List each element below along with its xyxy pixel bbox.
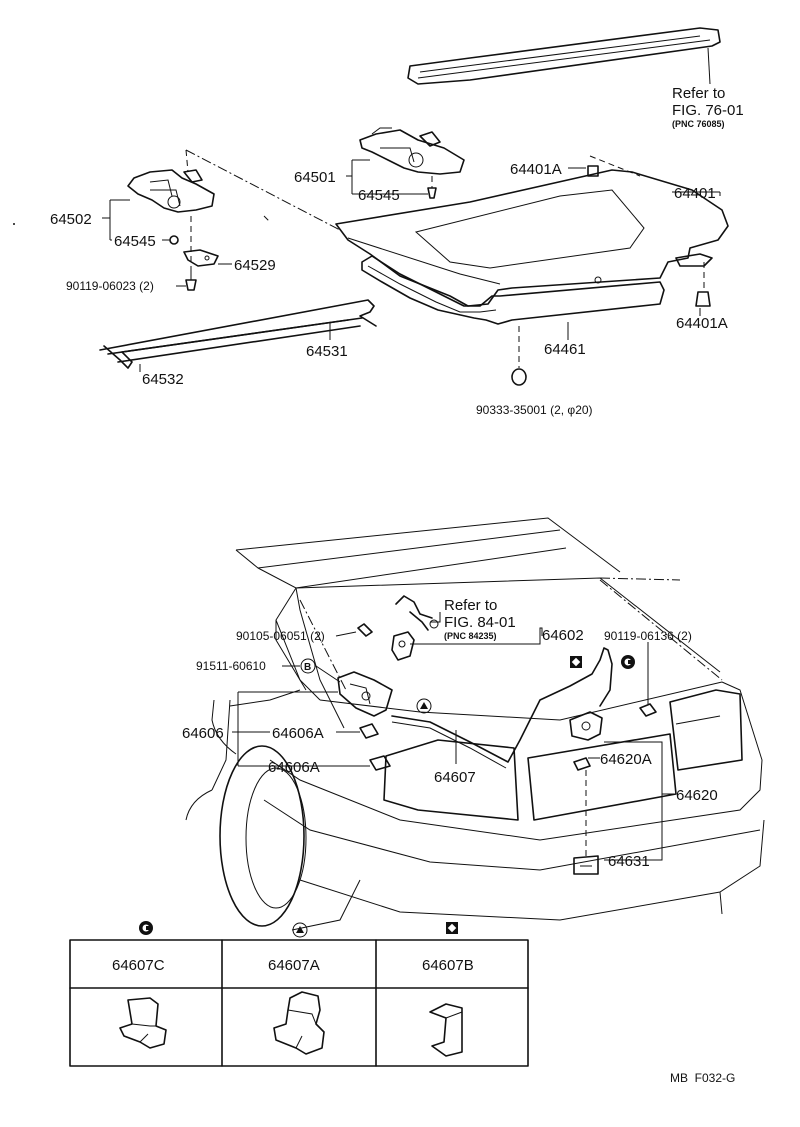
label-64502: 64502	[50, 211, 92, 228]
label-64631: 64631	[608, 853, 650, 870]
clip-64607c-illustration	[119, 997, 167, 1049]
label-64545-right: 64545	[358, 187, 400, 204]
marker-square	[570, 656, 582, 668]
leader-64501	[346, 159, 428, 195]
bumper-left	[169, 235, 179, 245]
label-64620: 64620	[676, 787, 718, 804]
hole-plug	[511, 368, 527, 386]
construction-line-lower-2	[599, 579, 723, 681]
construction-line-left	[185, 149, 341, 231]
leader-91511	[282, 665, 341, 683]
clip-64607a-illustration	[273, 991, 325, 1055]
label-64532: 64532	[142, 371, 184, 388]
svg-text:Refer to: Refer to	[444, 597, 497, 614]
clip-table: 64607C 64607A 64607B	[69, 939, 529, 1067]
label-64501: 64501	[294, 169, 336, 186]
bolt-90119-06136	[639, 703, 657, 717]
leader-refer-84	[430, 612, 441, 623]
clip-header-64607a: 64607A	[268, 957, 320, 974]
stray-dot	[13, 223, 15, 225]
leader-64401	[672, 191, 721, 196]
svg-text:FIG. 76-01: FIG. 76-01	[672, 102, 744, 119]
label-64529: 64529	[234, 257, 276, 274]
label-64401A-top: 64401A	[510, 161, 562, 178]
figure-code: MB F032-G	[670, 1071, 735, 1085]
marker-triangle	[416, 698, 432, 714]
svg-text:(PNC 76085): (PNC 76085)	[672, 119, 725, 129]
leader-64502	[102, 199, 130, 241]
clip-64606A-2	[369, 755, 391, 771]
clip-header-64607b: 64607B	[422, 957, 474, 974]
refer-fig-76-01: Refer to FIG. 76-01 (PNC 76085)	[672, 85, 744, 129]
label-90119-06136: 90119-06136 (2)	[604, 629, 692, 643]
torsion-bar-64532	[103, 319, 361, 369]
bolt-64620A	[573, 757, 591, 771]
label-64606A-2: 64606A	[268, 759, 320, 776]
weatherstrip	[361, 255, 665, 325]
label-64401: 64401	[674, 185, 716, 202]
label-64531: 64531	[306, 343, 348, 360]
lid-cushion-bottom	[695, 291, 711, 307]
hinge-left	[127, 169, 215, 213]
striker-64631	[573, 855, 599, 875]
label-90119-06023: 90119-06023 (2)	[66, 279, 154, 293]
side-seal	[675, 253, 713, 267]
label-91511-60610: 91511-60610	[196, 659, 266, 673]
latch-64606	[337, 671, 393, 717]
bolt-90119-06023	[185, 270, 197, 291]
label-64606: 64606	[182, 725, 224, 742]
release-cable-64607	[391, 647, 613, 769]
car-body	[185, 517, 765, 931]
clip-64606A-1	[359, 723, 379, 739]
bumper-right	[427, 187, 437, 199]
label-64607: 64607	[434, 769, 476, 786]
hinge-right	[359, 127, 465, 175]
table-marker-c	[139, 921, 153, 935]
label-64602: 64602	[542, 627, 584, 644]
opener-64620	[569, 711, 603, 741]
clip-64607b-illustration	[429, 1003, 463, 1057]
leader-64620-bracket	[604, 741, 663, 861]
refer-fig-84-01: Refer to FIG. 84-01 (PNC 84235)	[444, 597, 516, 641]
svg-text:(PNC 84235): (PNC 84235)	[444, 631, 497, 641]
construction-line-top	[589, 155, 641, 177]
leader-64606-bracket	[237, 691, 338, 767]
label-64620A: 64620A	[600, 751, 652, 768]
svg-text:B: B	[304, 662, 311, 673]
label-64545-left: 64545	[114, 233, 156, 250]
table-marker-square	[446, 922, 458, 934]
label-64461: 64461	[544, 341, 586, 358]
bracket-64529	[183, 249, 219, 267]
label-90105-06051: 90105-06051 (2)	[236, 629, 325, 643]
clip-header-64607c: 64607C	[112, 957, 165, 974]
construction-mark	[263, 215, 271, 223]
dash-hinge-left	[185, 149, 189, 173]
lid-cushion-top	[587, 165, 599, 177]
svg-text:FIG. 84-01: FIG. 84-01	[444, 614, 516, 631]
label-90333-35001: 90333-35001 (2, φ20)	[476, 403, 593, 417]
marker-b: B	[300, 658, 316, 674]
leader-64602	[410, 627, 543, 645]
label-64606A-1: 64606A	[272, 725, 324, 742]
rear-spoiler	[407, 27, 721, 85]
construction-line-lower-1	[299, 599, 347, 691]
construction-line-lower-3	[599, 577, 681, 581]
wiring-64602	[391, 595, 439, 661]
table-marker-triangle	[292, 922, 308, 938]
screw-90105	[357, 623, 373, 637]
leader-90105	[335, 631, 357, 637]
svg-text:Refer to: Refer to	[672, 85, 725, 102]
label-64401A-bottom: 64401A	[676, 315, 728, 332]
marker-c	[621, 655, 635, 669]
leader-refer-76	[707, 47, 711, 85]
